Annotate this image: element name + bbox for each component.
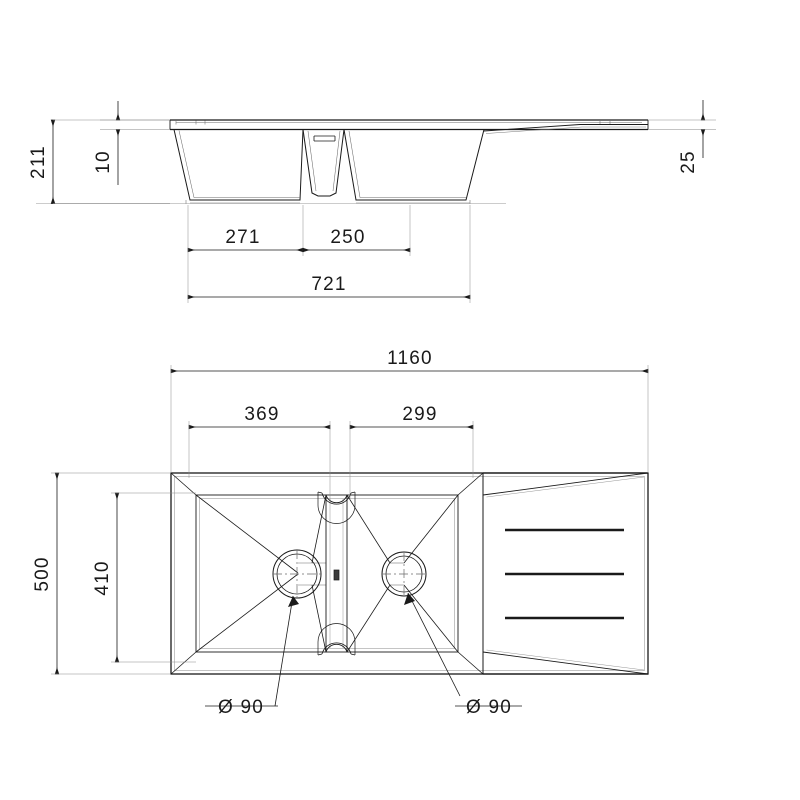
plan-bowl-field: [170, 472, 484, 675]
dimension-label-211: 211: [28, 145, 49, 179]
dimension-label-500: 500: [32, 556, 53, 591]
dimension-721: [187, 205, 471, 303]
plan-view: [51, 365, 649, 707]
dimension-label-721: 721: [311, 274, 346, 295]
dimension-label-410: 410: [92, 560, 113, 595]
dimension-271: [187, 205, 304, 256]
plan-left-bowl: [195, 494, 327, 653]
dimension-label-10: 10: [93, 150, 114, 174]
diameter-label-left-drain: Ø 90: [218, 697, 264, 718]
dimension-1160: [170, 365, 649, 473]
plan-drainboard: [482, 472, 649, 675]
dimension-250: [302, 205, 411, 256]
dimension-label-299: 299: [402, 404, 437, 425]
dimension-label-25: 25: [678, 150, 699, 174]
dimension-25: [648, 100, 716, 158]
leader-left-drain: [205, 595, 299, 707]
plan-right-bowl: [346, 494, 459, 653]
dimension-label-250: 250: [330, 227, 365, 248]
dimension-410: [111, 492, 196, 663]
elevation-view: [36, 100, 716, 303]
dimension-10: [100, 101, 170, 185]
elevation-bowl-divider: [302, 129, 345, 197]
elevation-rim: [169, 119, 649, 131]
elevation-drainboard: [483, 124, 648, 134]
dimension-label-369: 369: [244, 404, 279, 425]
dimension-500: [51, 472, 171, 675]
dimension-label-1160: 1160: [387, 348, 433, 369]
diameter-label-right-drain: Ø 90: [466, 697, 512, 718]
dimension-label-271: 271: [225, 227, 260, 248]
leader-right-drain: [404, 592, 522, 707]
elevation-right-bowl: [343, 129, 485, 204]
dimension-299: [349, 421, 474, 500]
elevation-left-bowl: [173, 129, 304, 204]
dimension-369: [188, 421, 331, 500]
plan-bowl-divider: [317, 491, 356, 656]
